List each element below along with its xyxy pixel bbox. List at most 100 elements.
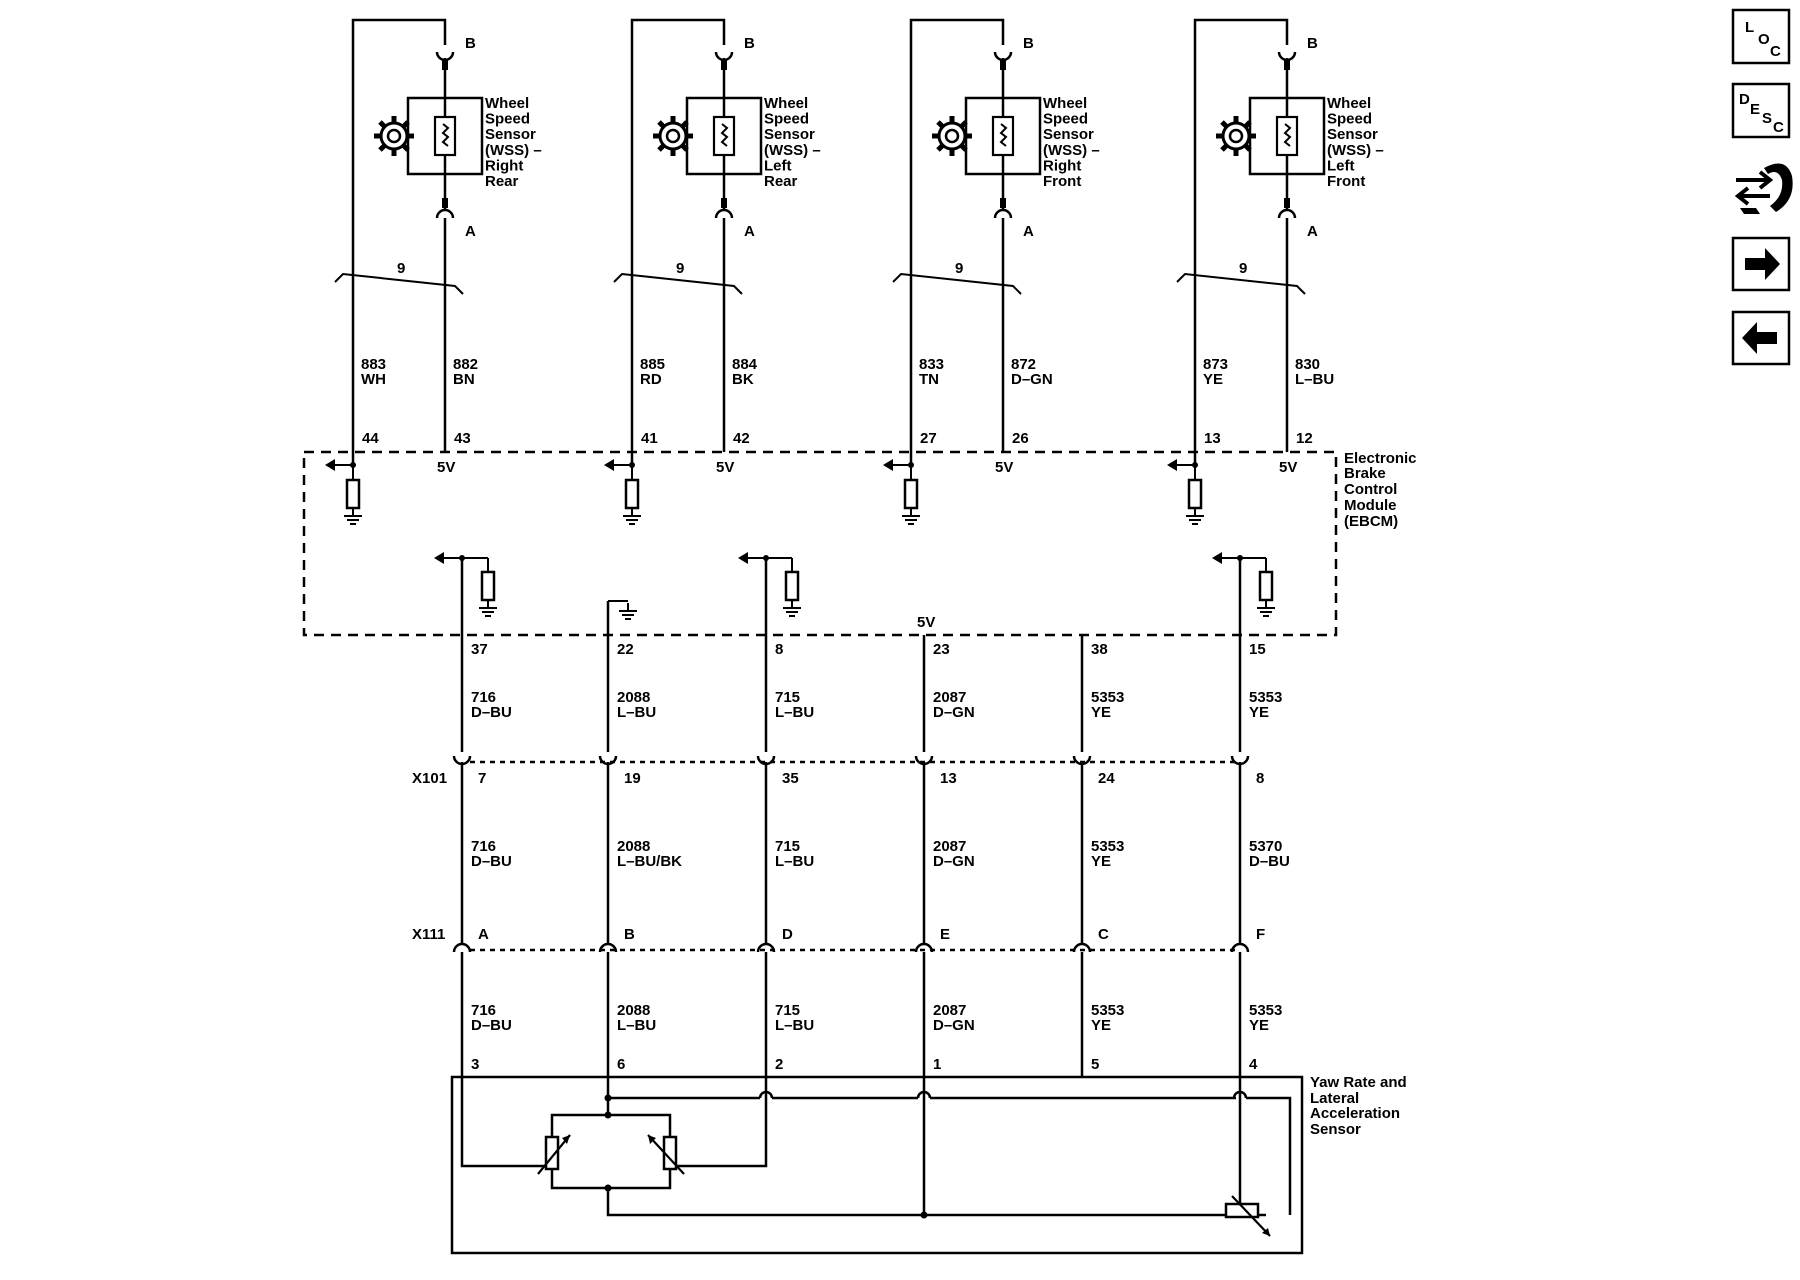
- wire-circuit: 715: [775, 1002, 800, 1019]
- wire-color: D–GN: [933, 704, 975, 721]
- wire-circuit: 872: [1011, 356, 1036, 373]
- gear-icon: [653, 116, 693, 156]
- yaw-variable-resistor-left: [537, 1134, 571, 1175]
- ebcm-circuit-37: [434, 552, 498, 635]
- wss-name-line: Speed: [1327, 111, 1372, 128]
- yaw-variable-resistor-right: [647, 1134, 685, 1175]
- loc-button[interactable]: L O C: [1731, 8, 1791, 65]
- next-page-button[interactable]: [1731, 236, 1791, 292]
- wire-circuit: 5370: [1249, 838, 1282, 855]
- volt-label: 5V: [437, 459, 455, 476]
- ebcm-pin: 15: [1249, 641, 1266, 658]
- ebcm-pin: 22: [617, 641, 634, 658]
- x111-pin: F: [1256, 926, 1265, 943]
- wire-color: BN: [453, 371, 475, 388]
- ebcm-pin: 41: [641, 430, 658, 447]
- ebcm-circuit-15: [1212, 552, 1276, 635]
- yaw-internal-circuit: [460, 1077, 1292, 1218]
- x111-pin: B: [624, 926, 635, 943]
- wss-name-line: (WSS) –: [1327, 142, 1384, 159]
- wire-circuit: 2087: [933, 689, 966, 706]
- ebcm-pin: 27: [920, 430, 937, 447]
- ebcm-circuit-22: [606, 600, 638, 635]
- gear-icon: [932, 116, 972, 156]
- wire-circuit: 5353: [1091, 838, 1124, 855]
- x101-pin: 24: [1098, 770, 1115, 787]
- wire-color: D–BU: [471, 704, 512, 721]
- wire-circuit: 5353: [1091, 1002, 1124, 1019]
- wire-color: L–BU: [775, 853, 814, 870]
- ebcm-label-line-5: (EBCM): [1344, 513, 1398, 530]
- desc-letter-2: E: [1750, 101, 1760, 118]
- wire-circuit: 716: [471, 1002, 496, 1019]
- gear-icon: [1216, 116, 1256, 156]
- yaw-rate-sensor: Yaw Rate and Lateral Acceleration Sensor: [450, 1074, 1407, 1255]
- wire-circuit: 2087: [933, 1002, 966, 1019]
- connector-x101: X101: [412, 760, 1240, 787]
- wire-circuit: 830: [1295, 356, 1320, 373]
- wire-color: BK: [732, 371, 754, 388]
- ebcm-pin: 42: [733, 430, 750, 447]
- connector-x111: X111: [412, 926, 1240, 952]
- ebcm-label-line-4: Module: [1344, 497, 1397, 514]
- x101-pin: 19: [624, 770, 641, 787]
- prev-page-button[interactable]: [1731, 310, 1791, 366]
- volt-label: 5V: [1279, 459, 1297, 476]
- wire-color: TN: [919, 371, 939, 388]
- ebcm-label-line-2: Brake: [1344, 465, 1386, 482]
- connector-view-icon[interactable]: [1734, 163, 1793, 215]
- desc-button[interactable]: D E S C: [1731, 82, 1791, 139]
- wire-color: D–BU: [1249, 853, 1290, 870]
- ebcm-pin: 38: [1091, 641, 1108, 658]
- ebcm-5v-label: 5V: [917, 614, 935, 631]
- connector-a-label: A: [1023, 223, 1034, 240]
- x101-pin: 13: [940, 770, 957, 787]
- x111-pin: A: [478, 926, 489, 943]
- bundle-count: 9: [955, 260, 963, 277]
- sensor-pin: 1: [933, 1056, 941, 1073]
- wss-name-line: Speed: [1043, 111, 1088, 128]
- wire-circuit: 2088: [617, 838, 650, 855]
- desc-letter-4: C: [1773, 119, 1784, 136]
- ebcm-pin: 13: [1204, 430, 1221, 447]
- loc-letter-2: O: [1758, 31, 1770, 48]
- arrow-right-icon: [1745, 248, 1780, 280]
- wss-name-line: Sensor: [1043, 126, 1094, 143]
- sensor-pin: 6: [617, 1056, 625, 1073]
- bundle-count: 9: [676, 260, 684, 277]
- ebcm-label: Electronic Brake Control Module (EBCM): [1344, 450, 1417, 530]
- wss-name-line: Rear: [764, 173, 798, 190]
- wss-name-line: Speed: [764, 111, 809, 128]
- wire-color: YE: [1091, 704, 1111, 721]
- wire-circuit: 882: [453, 356, 478, 373]
- wire-circuit: 715: [775, 689, 800, 706]
- yaw-label-line-4: Sensor: [1310, 1121, 1361, 1138]
- wss-name-line: Right: [1043, 157, 1081, 174]
- ebcm-label-line-1: Electronic: [1344, 450, 1417, 467]
- x111-pin: D: [782, 926, 793, 943]
- ebcm-pin: 8: [775, 641, 783, 658]
- ebcm-to-yaw-sensor-wiring: 37716D–BU7716D–BUA716D–BU3222088L–BU1920…: [452, 635, 1290, 1077]
- wire-color: D–GN: [933, 1017, 975, 1034]
- ebcm-module: Electronic Brake Control Module (EBCM) 5…: [302, 450, 1417, 637]
- ebcm-circuit-8: [738, 552, 802, 635]
- x101-pin: 8: [1256, 770, 1264, 787]
- connector-b-label: B: [1307, 35, 1318, 52]
- wire-color: D–GN: [1011, 371, 1053, 388]
- connector-a-label: A: [465, 223, 476, 240]
- yaw-label-line-2: Lateral: [1310, 1090, 1359, 1107]
- sensor-pin: 5: [1091, 1056, 1099, 1073]
- wire-color: D–GN: [933, 853, 975, 870]
- yaw-variable-resistor-bottom: [1224, 1195, 1271, 1237]
- wire-color: RD: [640, 371, 662, 388]
- volt-label: 5V: [716, 459, 734, 476]
- wss-name-line: Right: [485, 157, 523, 174]
- wire-circuit: 2087: [933, 838, 966, 855]
- wire-circuit: 716: [471, 689, 496, 706]
- x101-pin: 7: [478, 770, 486, 787]
